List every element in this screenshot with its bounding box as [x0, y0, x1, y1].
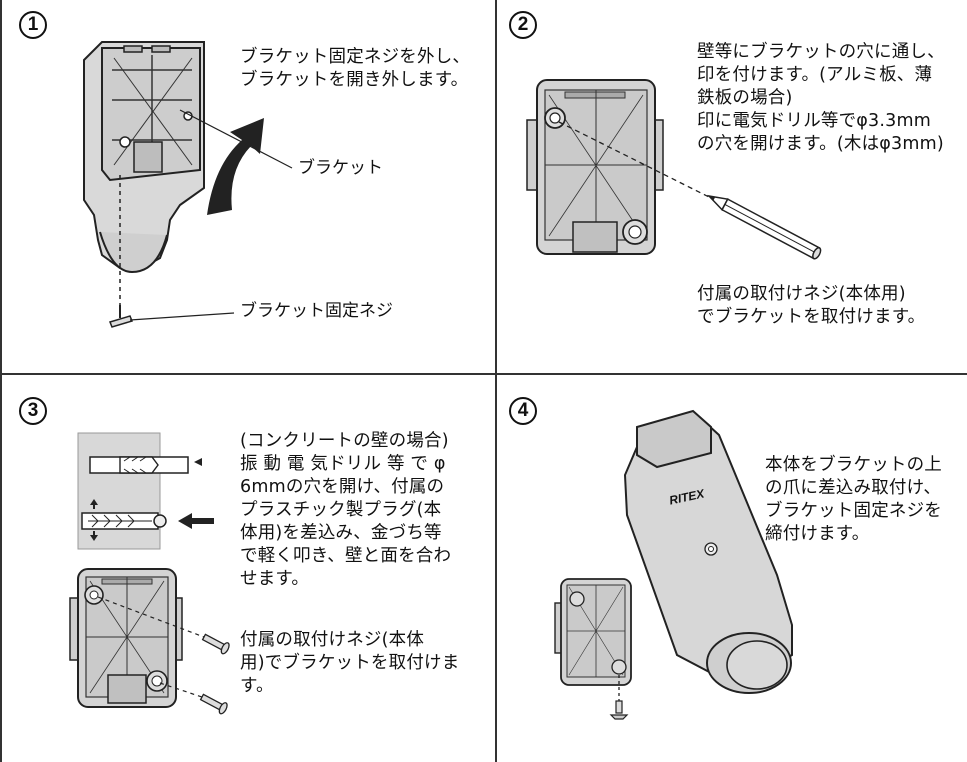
step-4-number: 4	[509, 397, 537, 425]
step-1-text: ブラケット固定ネジを外し、 ブラケットを開き外します。	[240, 47, 471, 90]
bracket-and-pencil-illustration	[526, 79, 822, 260]
camera-with-bracket-illustration	[83, 41, 293, 328]
step-2-text-bottom: 付属の取付けネジ(本体用) でブラケットを取付けます。	[697, 284, 926, 327]
step-2-text-top: 壁等にブラケットの穴に通し、 印を付けます。(アルミ板、薄 鉄板の場合) 印に電…	[697, 42, 945, 154]
step-3-number: 3	[19, 397, 47, 425]
step-1-panel: 1 ブラケット固定ネジを外し、 ブラケットを開き外します。	[0, 0, 497, 375]
camera-mounting-illustration	[554, 409, 793, 720]
step-3-text-bottom: 付属の取付けネジ(本体 用)でブラケットを取付けま す。	[240, 630, 460, 696]
step-3-text-top: (コンクリートの壁の場合) 振 動 電 気ドリル 等 で φ 6mmの穴を開け、…	[240, 431, 452, 589]
step-4-panel: 4 本体をブラケットの上 の爪に差込み取付け、 ブラケット固定ネジを 締付けます…	[497, 375, 967, 762]
step-1-number: 1	[19, 11, 47, 39]
bracket-label: ブラケット	[298, 158, 383, 178]
step-2-panel: 2 壁等にブラケットの穴に通し、 印を付けます。(アルミ板、薄 鉄板の場合) 印…	[497, 0, 967, 375]
step-4-text: 本体をブラケットの上 の爪に差込み取付け、 ブラケット固定ネジを 締付けます。	[765, 455, 942, 544]
concrete-wall-plug-illustration	[69, 432, 230, 715]
step-3-panel: 3 (コンクリートの壁の場合) 振 動 電 気ドリル 等 で φ 6mmの穴を開…	[0, 375, 497, 762]
fixing-screw-label: ブラケット固定ネジ	[240, 301, 393, 321]
step-2-number: 2	[509, 11, 537, 39]
